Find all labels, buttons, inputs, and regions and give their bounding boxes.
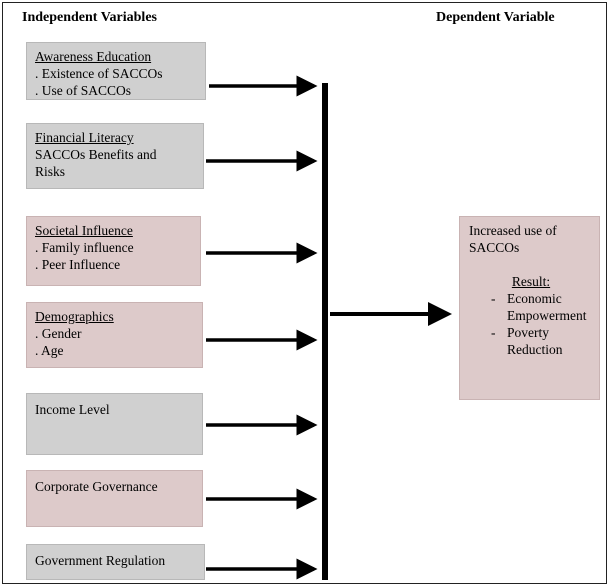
box-income-level: Income Level: [26, 393, 203, 455]
box-awareness-education: Awareness Education . Existence of SACCO…: [26, 42, 206, 100]
box-societal-influence: Societal Influence . Family influence . …: [26, 216, 201, 286]
box-title: Societal Influence: [35, 223, 133, 238]
result-list: Economic Empowerment Poverty Reduction: [469, 290, 593, 358]
box-line: . Family influence: [35, 240, 134, 255]
result-item: Economic Empowerment: [491, 290, 593, 324]
independent-variables-heading: Independent Variables: [22, 10, 157, 25]
box-line: Government Regulation: [35, 553, 166, 568]
dependent-variable-heading: Dependent Variable: [436, 10, 555, 25]
dependent-title-line: Increased use of: [469, 223, 557, 238]
box-title: Financial Literacy: [35, 130, 134, 145]
box-line: Income Level: [35, 402, 110, 417]
vertical-connector-bar: [322, 83, 328, 580]
dependent-title-line: SACCOs: [469, 240, 520, 255]
box-dependent-variable: Increased use of SACCOs Result: Economic…: [459, 216, 600, 400]
box-line: . Gender: [35, 326, 82, 341]
box-line: . Use of SACCOs: [35, 83, 132, 98]
box-financial-literacy: Financial Literacy SACCOs Benefits and R…: [26, 123, 204, 189]
box-line: Corporate Governance: [35, 479, 158, 494]
box-title: Demographics: [35, 309, 114, 324]
result-item: Poverty Reduction: [491, 324, 593, 358]
box-line: . Age: [35, 343, 64, 358]
box-line: Risks: [35, 164, 66, 179]
box-line: . Peer Influence: [35, 257, 121, 272]
box-government-regulation: Government Regulation: [26, 544, 205, 580]
box-corporate-governance: Corporate Governance: [26, 470, 203, 527]
box-title: Awareness Education: [35, 49, 152, 64]
box-demographics: Demographics . Gender . Age: [26, 302, 203, 368]
box-line: . Existence of SACCOs: [35, 66, 163, 81]
result-label: Result:: [511, 274, 551, 289]
box-line: SACCOs Benefits and: [35, 147, 157, 162]
